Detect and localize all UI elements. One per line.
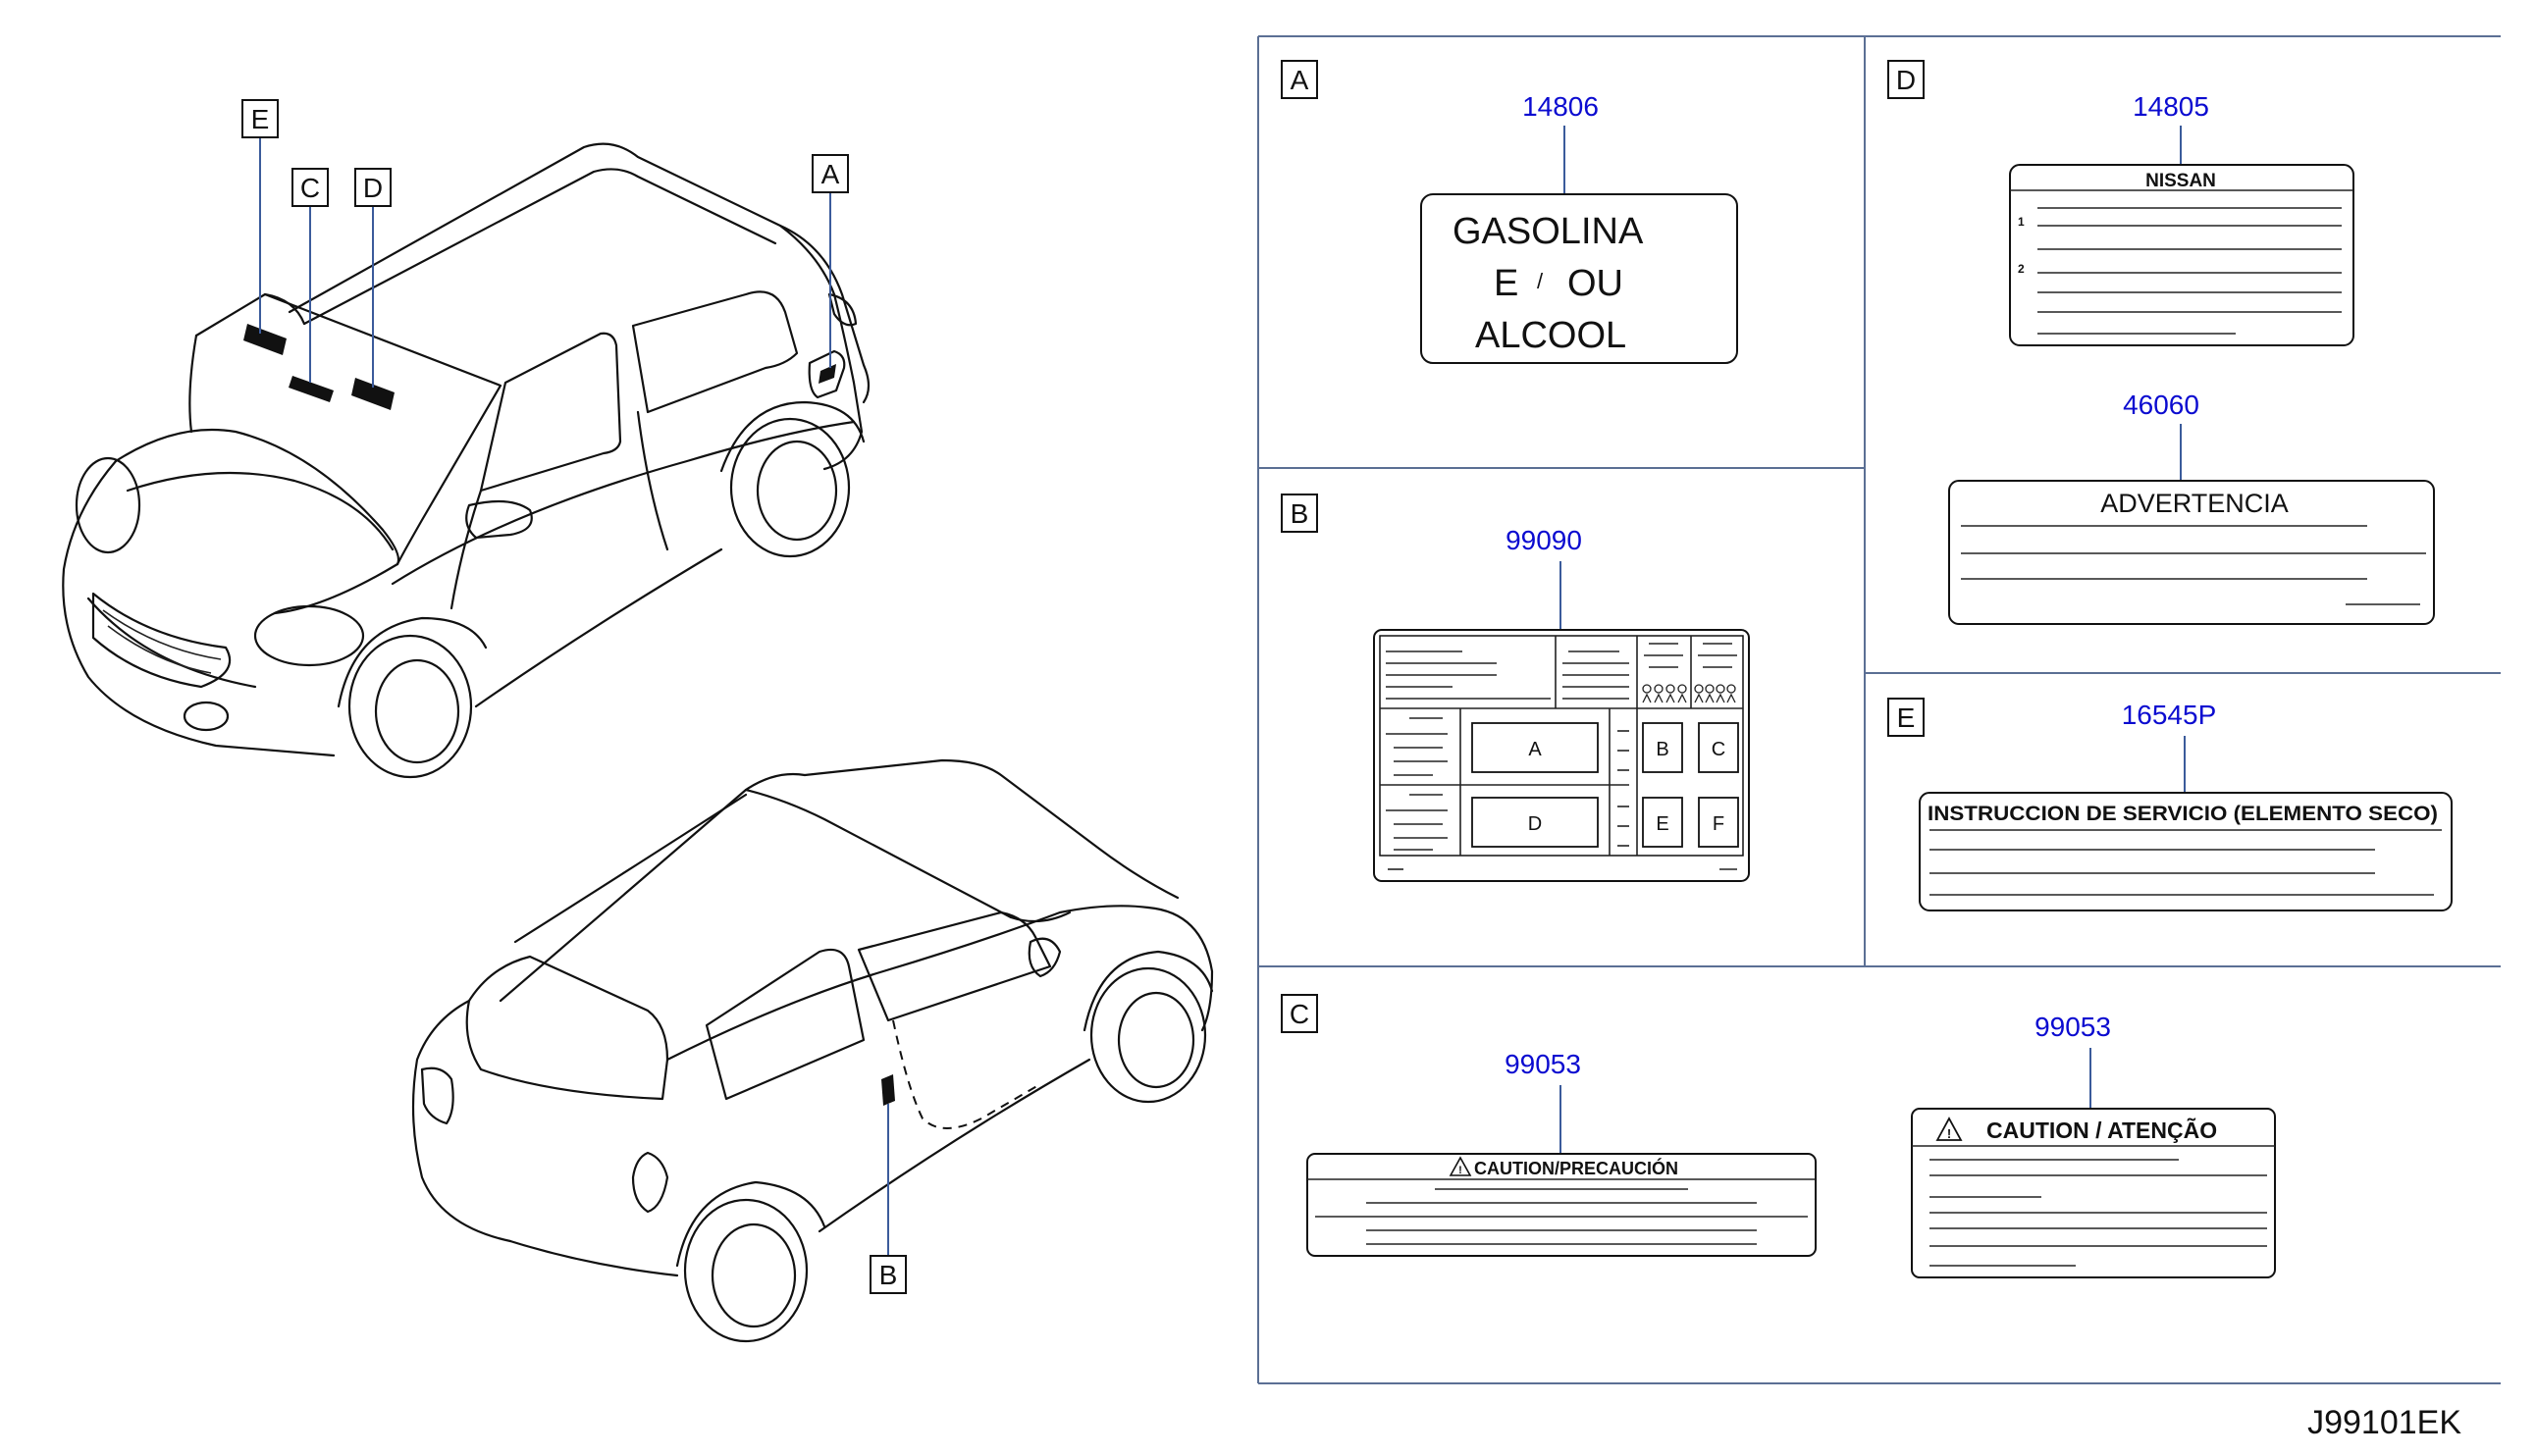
svg-text:!: ! bbox=[1458, 1165, 1462, 1176]
fuel-label-gasolina: GASOLINA bbox=[1453, 211, 1644, 252]
callout-e: E bbox=[251, 104, 270, 134]
placard-cell-c: C bbox=[1712, 739, 1725, 760]
diagram-code: J99101EK bbox=[2307, 1404, 2461, 1441]
panel-e-letter: E bbox=[1897, 702, 1916, 733]
air-filter-label: INSTRUCCION DE SERVICIO (ELEMENTO SECO) bbox=[1919, 792, 2453, 911]
part-number-46060: 46060 bbox=[2123, 390, 2199, 420]
panel-c-letter: C bbox=[1290, 999, 1309, 1029]
car-front-view bbox=[62, 142, 871, 779]
callout-a: A bbox=[821, 159, 840, 189]
panel-d-letter: D bbox=[1896, 65, 1916, 95]
nissan-label-item-1: 1 bbox=[2018, 215, 2025, 229]
tire-placard: A D B C E F bbox=[1373, 629, 1750, 882]
panel-a-letter: A bbox=[1291, 65, 1309, 95]
svg-text:!: ! bbox=[1947, 1126, 1951, 1141]
placard-cell-f: F bbox=[1713, 813, 1724, 835]
label-panels: A 14806 GASOLINA E / OU ALCOOL B 99090 bbox=[1257, 35, 2501, 1384]
panel-b-letter: B bbox=[1291, 498, 1309, 529]
part-number-14805: 14805 bbox=[2133, 91, 2209, 122]
advertencia-label: ADVERTENCIA bbox=[1948, 480, 2435, 625]
panel-e: E 16545P INSTRUCCION DE SERVICIO (ELEMEN… bbox=[1887, 698, 2453, 911]
placard-cell-e: E bbox=[1656, 813, 1668, 835]
air-filter-label-title: INSTRUCCION DE SERVICIO (ELEMENTO SECO) bbox=[1928, 803, 2438, 825]
nissan-label-item-2: 2 bbox=[2018, 262, 2025, 276]
placard-cell-d: D bbox=[1528, 813, 1542, 835]
caution-right-title: CAUTION / ATENÇÃO bbox=[1986, 1117, 2217, 1143]
placard-cell-b: B bbox=[1656, 739, 1668, 760]
fuel-label-e: E bbox=[1494, 263, 1518, 304]
part-number-99090: 99090 bbox=[1506, 525, 1582, 555]
callout-d: D bbox=[363, 173, 383, 203]
caution-left-title: CAUTION/PRECAUCIÓN bbox=[1474, 1158, 1678, 1178]
caution-label-right: ! CAUTION / ATENÇÃO bbox=[1911, 1108, 2276, 1278]
callout-c: C bbox=[300, 173, 320, 203]
nissan-label: NISSAN 1 2 bbox=[2009, 164, 2354, 346]
panel-b: B 99090 bbox=[1281, 494, 1750, 882]
part-number-99053-left: 99053 bbox=[1505, 1049, 1581, 1079]
nissan-label-title: NISSAN bbox=[2145, 171, 2216, 191]
panel-a: A 14806 GASOLINA E / OU ALCOOL bbox=[1281, 60, 1738, 364]
advertencia-title: ADVERTENCIA bbox=[2100, 489, 2289, 518]
fuel-label-alcool: ALCOOL bbox=[1475, 315, 1626, 356]
caution-label-left: ! CAUTION/PRECAUCIÓN bbox=[1306, 1153, 1817, 1257]
car-rear-view bbox=[411, 758, 1214, 1343]
part-number-16545p: 16545P bbox=[2122, 700, 2217, 730]
part-number-14806: 14806 bbox=[1522, 91, 1599, 122]
callout-b: B bbox=[879, 1260, 898, 1290]
part-number-99053-right: 99053 bbox=[2034, 1012, 2111, 1042]
placard-cell-a: A bbox=[1528, 739, 1542, 760]
fuel-label-ou: OU bbox=[1567, 263, 1623, 304]
bottom-car-callouts: B bbox=[870, 1104, 907, 1294]
panel-c: C 99053 ! CAUTION/PRECAUCIÓN 99053 bbox=[1281, 994, 2276, 1278]
fuel-label-slash: / bbox=[1537, 269, 1544, 293]
panel-d: D 14805 NISSAN 1 2 46060 ADVE bbox=[1887, 60, 2435, 625]
top-car-callouts: E C D A bbox=[241, 99, 849, 388]
